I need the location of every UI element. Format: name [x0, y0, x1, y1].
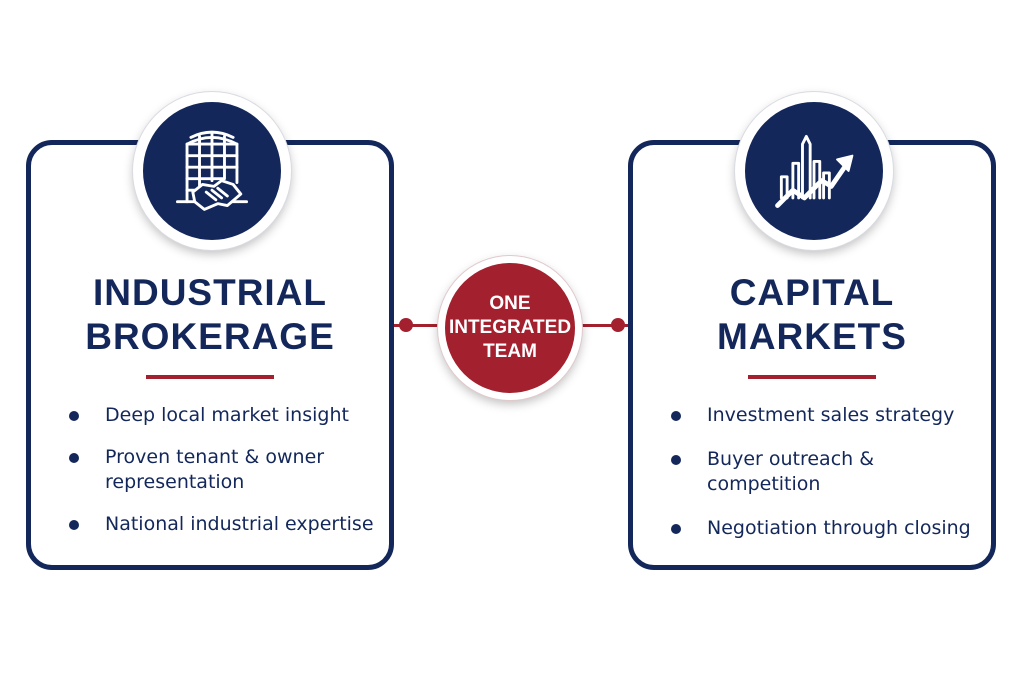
bullet-dot — [671, 455, 681, 465]
bullet-text: Deep local market insight — [105, 404, 349, 426]
bullet-text: National industrial expertise — [105, 513, 374, 535]
title-line-1: CAPITAL — [729, 272, 895, 313]
title-line-1: INDUSTRIAL — [92, 272, 328, 313]
bullet-item: Investment sales strategy — [671, 403, 979, 428]
bullet-dot — [69, 411, 79, 421]
title-underline — [146, 375, 274, 379]
industrial-brokerage-bullets: Deep local market insight Proven tenant … — [69, 403, 377, 554]
capital-markets-title: CAPITAL MARKETS — [633, 271, 991, 359]
bullet-item: National industrial expertise — [69, 512, 377, 537]
left-connector-line — [394, 324, 454, 327]
bullet-item: Negotiation through closing — [671, 516, 979, 541]
right-connector-line — [570, 324, 630, 327]
bullet-dot — [671, 411, 681, 421]
left-connector-node — [399, 318, 413, 332]
title-line-2: BROKERAGE — [85, 316, 335, 357]
bullet-dot — [69, 520, 79, 530]
bullet-text: Proven tenant & owner representation — [105, 446, 325, 493]
bullet-item: Proven tenant & owner representation — [69, 445, 377, 495]
right-connector-node — [611, 318, 625, 332]
bullet-item: Buyer outreach & competition — [671, 447, 979, 497]
center-line-1: ONE — [489, 293, 531, 314]
bullet-dot — [671, 524, 681, 534]
bullet-text: Investment sales strategy — [707, 404, 955, 426]
bullet-item: Deep local market insight — [69, 403, 377, 428]
center-line-2: INTEGRATED — [448, 317, 572, 338]
bullet-dot — [69, 453, 79, 463]
capital-markets-bullets: Investment sales strategy Buyer outreach… — [671, 403, 979, 560]
skyline-growth-arrow-icon — [735, 92, 893, 250]
title-underline — [748, 375, 876, 379]
center-line-3: TEAM — [483, 341, 537, 362]
one-integrated-team-circle: ONE INTEGRATED TEAM — [438, 256, 582, 400]
bullet-text: Negotiation through closing — [707, 517, 971, 539]
bullet-text: Buyer outreach & competition — [707, 448, 875, 495]
title-line-2: MARKETS — [717, 316, 907, 357]
industrial-brokerage-title: INDUSTRIAL BROKERAGE — [31, 271, 389, 359]
building-handshake-icon — [133, 92, 291, 250]
